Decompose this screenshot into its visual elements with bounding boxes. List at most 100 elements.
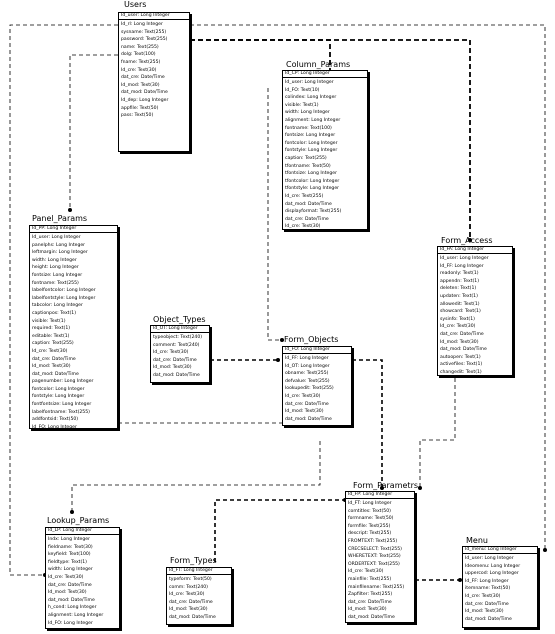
table-field: defvalue: Text(255)	[285, 378, 330, 384]
table-field: Id_mod: Text(30)	[32, 364, 71, 370]
table-field: dat_mod: Date/Time	[285, 201, 332, 207]
table-field: dat_mod: Date/Time	[153, 372, 200, 378]
users-primary-key: Id_user: Long Integer	[119, 13, 189, 20]
menu-title: Menu	[466, 536, 488, 545]
table-field: Id_FO: Long Integer	[32, 424, 77, 429]
table-field: Id_mod: Text(30)	[465, 609, 504, 615]
rel-end-dot	[70, 510, 74, 514]
table-field: fontfontsize: Long Integer	[32, 402, 92, 408]
panel-params-primary-key: Id_PP: Long Integer	[30, 226, 117, 233]
menu-table[interactable]: Id_menu: Long Integer Id_user: Long Inte…	[462, 546, 538, 628]
table-field: addfontsid: Text(50)	[32, 417, 79, 423]
table-field: visible: Text(1)	[285, 102, 319, 108]
table-field: fontname: Text(100)	[285, 125, 332, 131]
rel-form-types-form-parametrs	[214, 499, 345, 562]
table-field: required: Text(1)	[32, 326, 71, 332]
table-field: caption: Text(255)	[32, 341, 74, 347]
table-field: showcard: Text(1)	[440, 309, 481, 315]
table-field: name: Text(255)	[121, 44, 159, 50]
table-field: colindex: Long Integer	[285, 95, 337, 101]
table-field: labelfontname: Text(255)	[32, 409, 90, 415]
form-types-table[interactable]: Id_FT: Long Integer typeform: Text(50)co…	[166, 567, 232, 625]
table-field: Id_user: Long Integer	[440, 256, 489, 261]
table-field: Id_mod: Text(30)	[121, 82, 160, 88]
table-field: fontcolor: Long Integer	[32, 386, 85, 392]
table-field: lookupedit: Text(255)	[285, 386, 334, 392]
table-field: Id_FF: Long Integer	[285, 356, 329, 361]
table-field: width: Long Integer	[285, 110, 330, 116]
form-access-primary-key: Id_FA: Long Integer	[438, 247, 512, 254]
form-types-title: Form_Types	[170, 556, 217, 565]
table-field: Id_cre: Text(30)	[153, 350, 189, 356]
table-field: panelphs: Long Integer	[32, 242, 86, 248]
table-field: dat_cre: Date/Time	[285, 216, 329, 222]
table-field: comtitles: Text(50)	[348, 508, 391, 514]
table-field: activefiles: Text(1)	[440, 362, 483, 368]
table-field: tfontstyle: Long Integer	[285, 186, 340, 192]
table-field: mainfilename: Text(255)	[348, 584, 405, 590]
table-field: width: Long Integer	[48, 567, 93, 573]
table-field: typeform: Text(50)	[169, 577, 212, 582]
lookup-params-title: Lookup_Params	[47, 516, 110, 525]
rel-column-params-form-objects	[267, 88, 282, 341]
table-field: Id_dep: Long Integer	[121, 97, 169, 103]
table-field: sysinfo: Text(1)	[440, 316, 475, 322]
table-field: formname: Text(50)	[348, 516, 394, 522]
table-field: Indx: Long Integer	[48, 537, 91, 542]
table-field: Id_cre: Text(30)	[121, 67, 157, 73]
table-field: Id_user: Long Integer	[32, 235, 81, 240]
table-field: leftmargin: Long Integer	[32, 250, 88, 256]
table-field: dat_mod: Date/Time	[465, 616, 512, 622]
table-field: updaten: Text(1)	[440, 293, 478, 299]
table-field: labelfontstyle: Long Integer	[32, 295, 96, 301]
table-field: itemname: Text(50)	[465, 586, 511, 592]
table-field: dat_cre: Date/Time	[153, 357, 197, 363]
table-field: Id_cre: Text(30)	[348, 569, 384, 575]
table-field: appfile: Text(50)	[121, 105, 159, 111]
lookup-params-primary-key: Id_LP: Long Integer	[46, 528, 119, 535]
object-types-table[interactable]: Id_OT: Long Integer typeobject: Text(240…	[150, 325, 210, 383]
table-field: caption: Text(255)	[285, 155, 327, 161]
table-field: Id_mod: Text(30)	[348, 607, 387, 613]
users-table[interactable]: Id_user: Long Integer Id_rl: Long Intege…	[118, 12, 190, 152]
table-field: uppercod: Long Integer	[465, 571, 519, 577]
table-field: dat_mod: Date/Time	[348, 614, 395, 620]
rel-end-dot	[68, 208, 72, 212]
table-field: fontstyle: Long Integer	[285, 148, 338, 154]
table-field: dat_mod: Date/Time	[169, 614, 216, 620]
table-field: Ideomenu: Long Integer	[465, 563, 521, 569]
table-field: dat_mod: Date/Time	[285, 416, 332, 422]
panel-params-table[interactable]: Id_PP: Long Integer Id_user: Long Intege…	[29, 225, 118, 429]
form-access-table[interactable]: Id_FA: Long Integer Id_user: Long Intege…	[437, 246, 513, 376]
form-access-title: Form_Access	[441, 236, 493, 245]
form-types-fields: typeform: Text(50) comm: Text(240) Id_cre:…	[167, 575, 231, 622]
table-field: Id_cre: Text(30)	[169, 592, 205, 598]
table-field: dat_mod: Date/Time	[48, 597, 95, 603]
rel-form-objects-form-parametrs	[352, 359, 383, 488]
table-field: Id_FO: Text(10)	[285, 87, 320, 93]
table-field: fontname: Text(255)	[32, 280, 79, 286]
table-field: tfontname: Text(50)	[285, 163, 331, 169]
rel-users-form-access	[190, 39, 471, 240]
table-field: fname: Text(255)	[121, 59, 161, 65]
table-field: typeobject: Text(240)	[153, 335, 203, 340]
column-params-table[interactable]: Id_CP: Long Integer Id_user: Long Intege…	[282, 70, 368, 230]
table-field: Id_cre: Text(30)	[285, 224, 321, 230]
table-field: comment: Text(240)	[153, 342, 200, 348]
table-field: comm: Text(240)	[169, 584, 208, 590]
table-field: Id_rl: Long Integer	[121, 22, 163, 27]
table-field: dat_mod: Date/Time	[32, 371, 79, 377]
rel-form-access-form-parametrs	[419, 378, 456, 488]
table-field: allowedit: Text(1)	[440, 301, 480, 307]
panel-params-title: Panel_Params	[32, 214, 88, 223]
users-title: Users	[124, 0, 147, 9]
table-field: formfile: Text(255)	[348, 523, 391, 529]
table-field: h_cond: Long Integer	[48, 605, 97, 611]
